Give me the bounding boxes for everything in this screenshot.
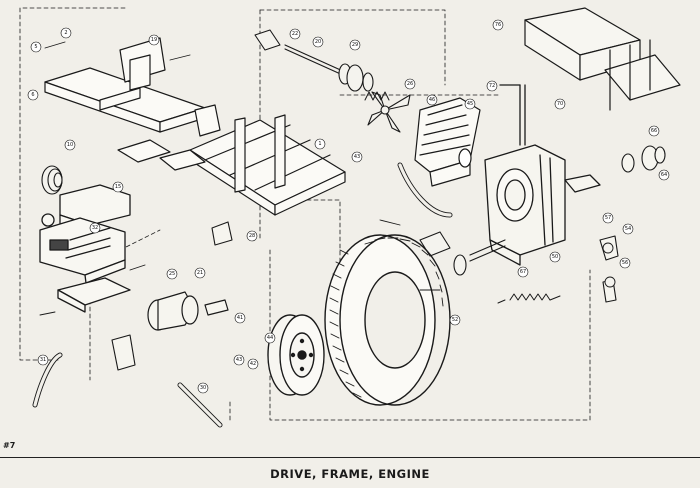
callout-30: 42: [247, 358, 259, 370]
wheel: [267, 314, 325, 396]
callout-15: 76: [492, 19, 504, 31]
tire: [324, 234, 451, 406]
svg-text:46: 46: [429, 97, 435, 103]
svg-text:1: 1: [318, 141, 321, 147]
callout-11: 67: [517, 266, 529, 278]
svg-text:70: 70: [557, 101, 563, 107]
pulley: [41, 165, 63, 195]
svg-text:15: 15: [115, 184, 121, 190]
callout-10: 52: [449, 314, 461, 326]
callout-27: 26: [404, 78, 416, 90]
svg-text:2: 2: [64, 30, 67, 36]
svg-text:64: 64: [661, 172, 667, 178]
callout-3: 32: [89, 222, 101, 234]
svg-text:41: 41: [237, 315, 243, 321]
callout-1: 15: [112, 181, 124, 193]
svg-text:25: 25: [169, 271, 175, 277]
callout-26: 29: [349, 39, 361, 51]
callout-bubbles: 15 25 32 31 30 28 1 45 50 52 67 54 56 70…: [27, 19, 670, 394]
callout-21: 19: [148, 34, 160, 46]
callout-7: 1: [314, 138, 326, 150]
svg-text:56: 56: [622, 260, 628, 266]
axle-shaft: [254, 29, 374, 92]
spring: [364, 91, 561, 304]
callout-8: 45: [464, 98, 476, 110]
svg-text:72: 72: [489, 83, 495, 89]
svg-text:30: 30: [200, 385, 206, 391]
svg-text:22: 22: [292, 31, 298, 37]
svg-text:45: 45: [467, 101, 473, 107]
engine: [39, 184, 131, 313]
svg-text:31: 31: [40, 357, 46, 363]
svg-text:44: 44: [267, 335, 273, 341]
callout-23: 5: [30, 41, 42, 53]
callout-29: 57: [602, 212, 614, 224]
svg-text:50: 50: [552, 254, 558, 260]
svg-text:76: 76: [495, 22, 501, 28]
callout-9: 50: [549, 251, 561, 263]
callout-25: 10: [64, 139, 76, 151]
callout-2: 25: [166, 268, 178, 280]
transmission: [484, 84, 601, 266]
svg-text:5: 5: [34, 44, 37, 50]
svg-text:57: 57: [605, 215, 611, 221]
svg-text:29: 29: [352, 42, 358, 48]
callout-5: 30: [197, 382, 209, 394]
svg-text:54: 54: [625, 226, 631, 232]
svg-text:20: 20: [315, 39, 321, 45]
callout-18: 64: [658, 169, 670, 181]
svg-text:67: 67: [520, 269, 526, 275]
hardware: [39, 41, 616, 316]
callout-4: 31: [37, 354, 49, 366]
callout-17: 66: [648, 125, 660, 137]
callout-12: 54: [622, 223, 634, 235]
callout-24: 6: [27, 89, 39, 101]
callout-35: 21: [194, 267, 206, 279]
svg-text:10: 10: [67, 142, 73, 148]
page-number: #7: [3, 441, 16, 450]
svg-text:26: 26: [407, 81, 413, 87]
callout-19: 20: [312, 36, 324, 48]
seat-mount: [524, 7, 681, 111]
svg-text:42: 42: [250, 361, 256, 367]
belt-case: [414, 97, 481, 187]
svg-text:6: 6: [31, 92, 34, 98]
callout-28: 46: [426, 94, 438, 106]
callout-32: 41: [234, 312, 246, 324]
svg-text:32: 32: [92, 225, 98, 231]
svg-text:28: 28: [249, 233, 255, 239]
callout-13: 56: [619, 257, 631, 269]
exploded-parts-diagram: 15 25 32 31 30 28 1 45 50 52 67 54 56 70…: [19, 7, 681, 428]
callout-20: 22: [289, 28, 301, 40]
svg-text:19: 19: [151, 37, 157, 43]
callout-31: 43: [233, 354, 245, 366]
frame: [44, 37, 346, 216]
muffler: [147, 291, 229, 331]
divider: [0, 457, 700, 458]
page-title: DRIVE, FRAME, ENGINE: [270, 467, 430, 481]
callout-16: 72: [486, 80, 498, 92]
svg-text:52: 52: [452, 317, 458, 323]
callout-34: 43: [351, 151, 363, 163]
svg-text:43: 43: [354, 154, 360, 160]
axle-hub: [419, 231, 506, 276]
svg-text:66: 66: [651, 128, 657, 134]
mounting-bracket: [111, 221, 233, 371]
callout-33: 44: [264, 332, 276, 344]
callout-14: 70: [554, 98, 566, 110]
callout-6: 28: [246, 230, 258, 242]
svg-text:21: 21: [197, 270, 203, 276]
svg-text:43: 43: [236, 357, 242, 363]
callout-22: 2: [60, 27, 72, 39]
